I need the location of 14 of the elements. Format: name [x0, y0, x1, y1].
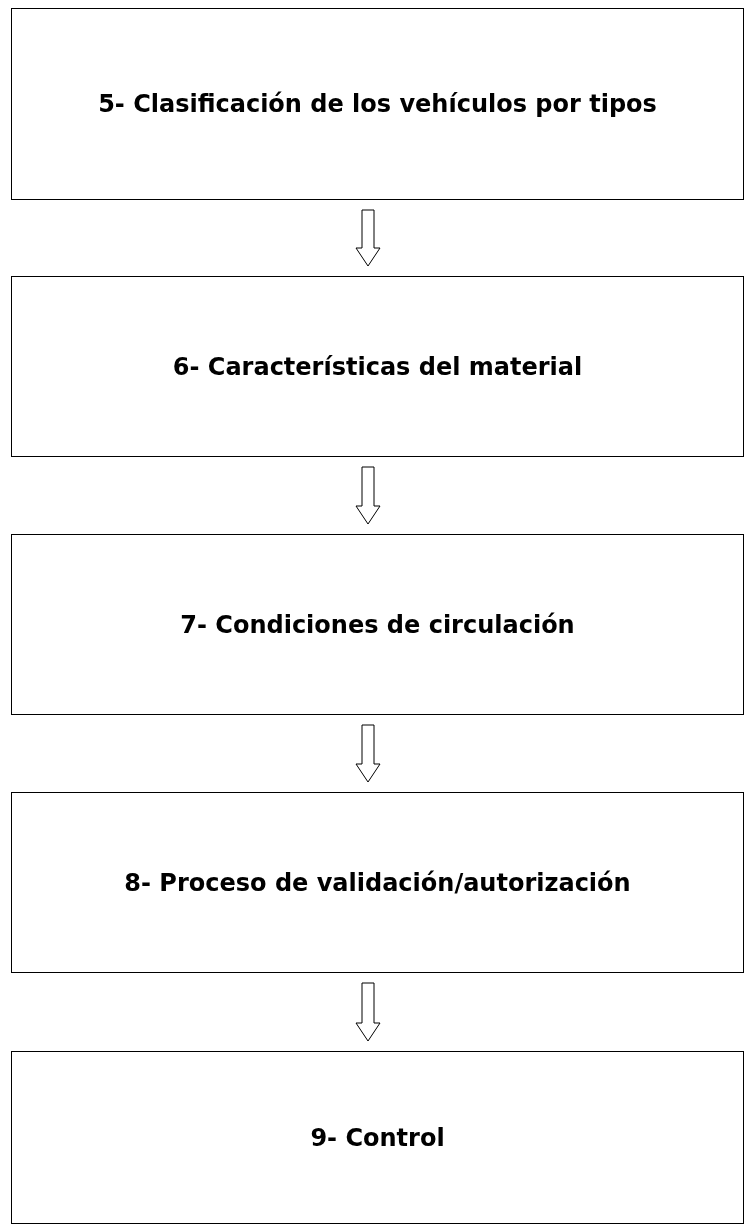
- process-box: [11, 1051, 744, 1224]
- process-box: [11, 534, 744, 715]
- step-title: 8- Proceso de validación/autorización: [124, 867, 631, 899]
- process-box: [11, 792, 744, 973]
- hollow-down-arrow: [355, 209, 381, 267]
- process-box: [11, 276, 744, 457]
- hollow-down-arrow: [355, 982, 381, 1042]
- step-title: 7- Condiciones de circulación: [180, 609, 575, 641]
- step-title: 9- Control: [310, 1122, 445, 1154]
- step-title: 5- Clasificación de los vehículos por tipos: [98, 89, 657, 120]
- step-title: 6- Características del material: [172, 351, 583, 383]
- hollow-down-arrow: [355, 724, 381, 783]
- hollow-down-arrow: [355, 466, 381, 525]
- process-box: [11, 8, 744, 200]
